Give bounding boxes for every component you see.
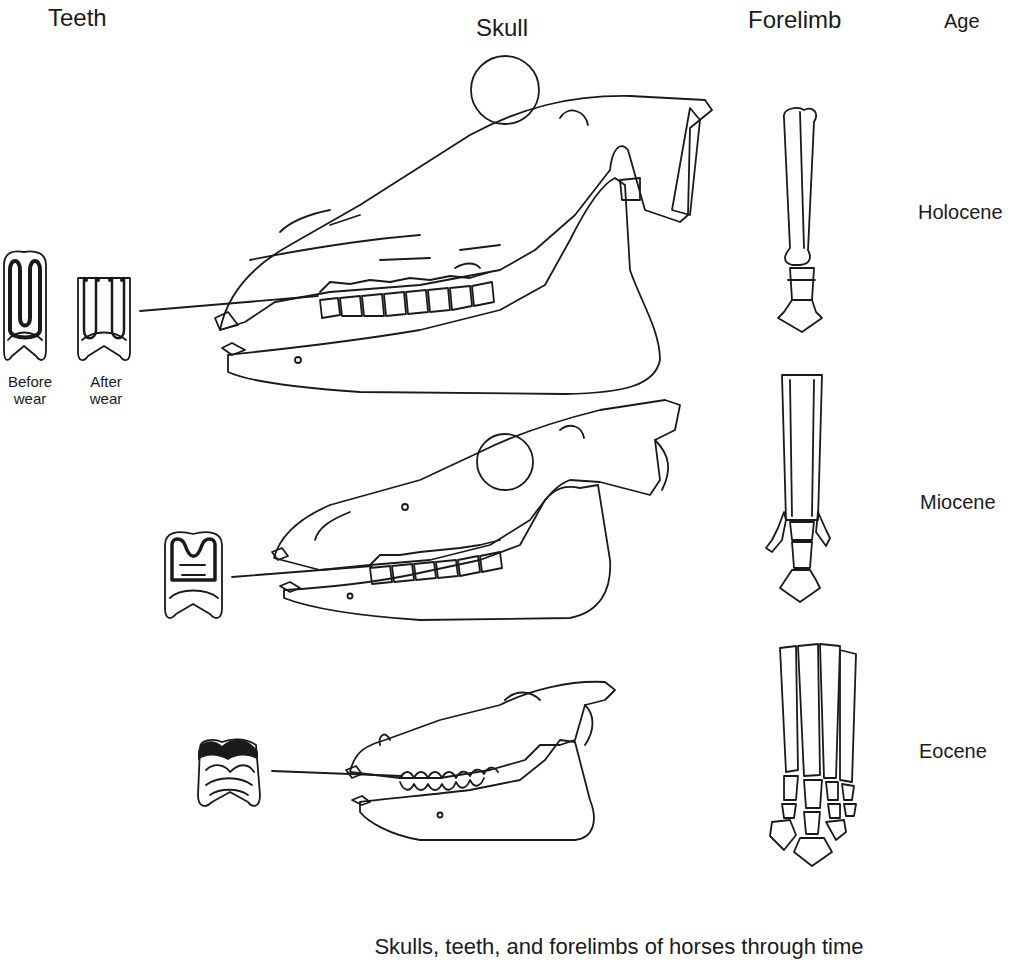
eocene-skull <box>346 682 615 840</box>
miocene-forelimb <box>766 375 830 602</box>
tooth-state-label: After wear <box>76 373 136 408</box>
holocene-forelimb <box>778 108 822 332</box>
column-header: Age <box>944 10 980 33</box>
eocene-tooth <box>198 739 260 806</box>
age-label: Holocene <box>918 201 1003 224</box>
age-label: Eocene <box>919 740 987 763</box>
holocene-tooth-before-wear <box>4 251 46 360</box>
eocene-forelimb <box>770 644 856 866</box>
miocene-skull <box>272 400 680 620</box>
holocene-tooth-after-wear <box>78 278 130 360</box>
age-label: Miocene <box>920 491 996 514</box>
column-header: Forelimb <box>748 6 841 34</box>
miocene-tooth <box>165 532 222 618</box>
tooth-state-label: Before wear <box>0 373 60 408</box>
holocene-skull <box>215 56 712 394</box>
column-header: Teeth <box>48 4 107 32</box>
figure-caption: Skulls, teeth, and forelimbs of horses t… <box>374 934 863 959</box>
column-header: Skull <box>476 14 528 42</box>
